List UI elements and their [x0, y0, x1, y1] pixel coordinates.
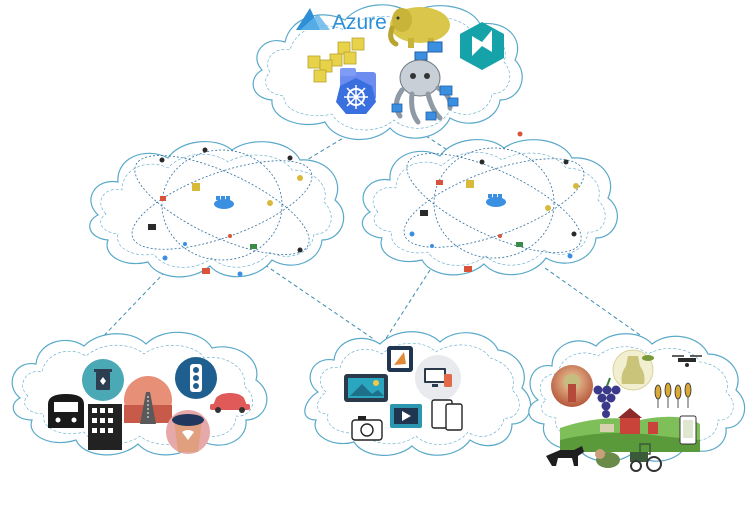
cloud-outline-cluster-left [89, 141, 345, 278]
vineyard-icon [551, 365, 593, 407]
olive-oil-icon [612, 349, 654, 391]
recycle-bin-icon [82, 359, 124, 401]
highway-road-icon [124, 376, 172, 424]
cow-icon [595, 449, 620, 468]
car-icon [210, 393, 250, 413]
cluster-nodes-right [409, 131, 579, 272]
docker-container-icon [414, 41, 443, 61]
cloud-inner-cluster-left [100, 153, 332, 268]
monitor-phone-icon [415, 355, 461, 401]
cluster-cloud-left [89, 141, 345, 278]
photo-frame-icon [387, 346, 413, 372]
edge-cloud-agri [528, 333, 746, 472]
farmer-horse-icon [546, 446, 584, 466]
cloud-inner-top [265, 15, 510, 131]
sensor-tablet-icon [679, 415, 697, 445]
drone-icon [672, 355, 702, 367]
tablet-phone-icon [431, 399, 463, 431]
docker-node-icon [214, 196, 234, 209]
cloud-inner-cluster-right [372, 151, 606, 266]
cluster-nodes-left [148, 147, 303, 277]
cloud-outline-media [304, 331, 532, 456]
link-lines [94, 127, 641, 346]
cloud-outline-cluster-right [361, 139, 618, 276]
aws-cubes-icon [307, 37, 365, 83]
camera-icon [351, 416, 383, 441]
docker-octopus-icon [391, 59, 459, 125]
cloud-inner-city [22, 344, 254, 445]
edge-cloud-city [11, 331, 268, 456]
link-right-agri [544, 267, 641, 336]
link-left-city [94, 271, 166, 346]
cloud-layer: Azure [252, 4, 523, 141]
coffee-cup-icon [166, 410, 210, 454]
link-right-media [384, 269, 431, 341]
wheat-icon [654, 382, 692, 408]
farm-field-icon [560, 408, 700, 452]
kubernetes-icon [336, 78, 376, 114]
tractor-icon [630, 443, 662, 472]
grapes-icon [593, 377, 621, 418]
edge-cloud-media [304, 331, 532, 456]
azure-label: Azure [332, 11, 387, 34]
video-player-icon [390, 404, 422, 428]
link-left-media [264, 264, 376, 341]
building-icon [88, 404, 122, 450]
subway-train-icon [48, 394, 84, 428]
docker-node-icon [486, 194, 506, 207]
cluster-cloud-right [361, 131, 618, 276]
nomad-icon [460, 22, 504, 70]
picture-tablet-icon [344, 374, 388, 402]
traffic-light-icon [175, 357, 217, 399]
azure-icon: Azure [296, 8, 387, 34]
